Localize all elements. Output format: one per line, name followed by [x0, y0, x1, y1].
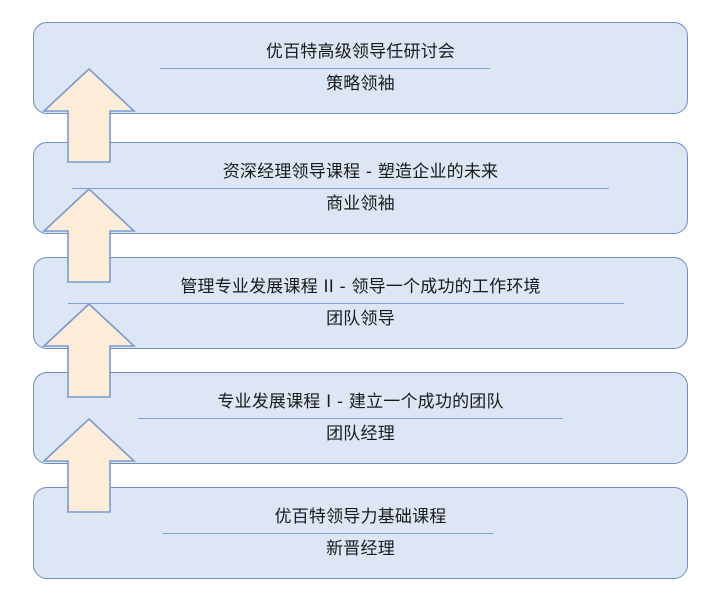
- course-level-1-content: 优百特领导力基础课程 新晋经理: [34, 488, 687, 578]
- course-level-5-box[interactable]: 优百特高级领导任研讨会 策略领袖: [33, 22, 688, 114]
- course-level-1-role: 新晋经理: [326, 538, 395, 559]
- course-level-2-title-rule: [138, 418, 563, 419]
- course-level-2-role: 团队经理: [326, 423, 395, 444]
- course-level-3-title-rule: [68, 303, 624, 304]
- course-level-1-title: 优百特领导力基础课程: [274, 506, 447, 527]
- course-level-2-title: 专业发展课程 I - 建立一个成功的团队: [217, 391, 504, 412]
- course-level-5-title-rule: [160, 68, 490, 69]
- course-level-4-content: 资深经理领导课程 - 塑造企业的未来 商业领袖: [34, 143, 687, 233]
- course-level-3-role: 团队领导: [326, 308, 395, 329]
- course-level-3-content: 管理专业发展课程 II - 领导一个成功的工作环境 团队领导: [34, 258, 687, 348]
- course-level-4-title-rule: [72, 188, 609, 189]
- course-level-5-title: 优百特高级领导任研讨会: [265, 41, 456, 62]
- course-level-5-content: 优百特高级领导任研讨会 策略领袖: [34, 23, 687, 113]
- course-level-4-title: 资深经理领导课程 - 塑造企业的未来: [222, 161, 499, 182]
- course-level-5-role: 策略领袖: [326, 73, 395, 94]
- course-level-1-title-rule: [163, 533, 493, 534]
- course-level-3-title: 管理专业发展课程 II - 领导一个成功的工作环境: [180, 276, 541, 297]
- course-level-4-role: 商业领袖: [326, 193, 395, 214]
- course-level-2-content: 专业发展课程 I - 建立一个成功的团队 团队经理: [34, 373, 687, 463]
